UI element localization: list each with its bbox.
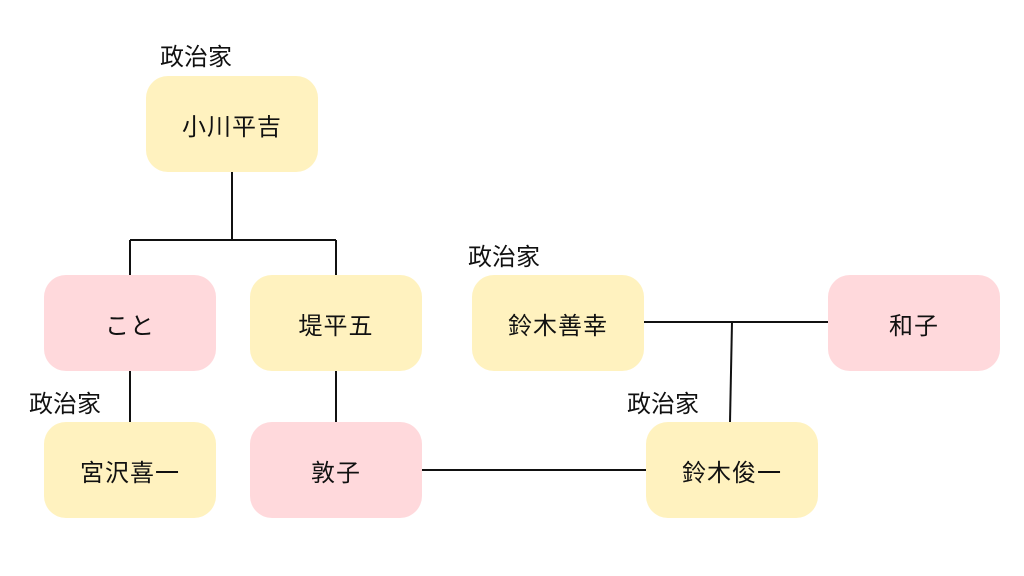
role-label-suzuki-yoshiyuki: 政治家 bbox=[468, 243, 540, 271]
person-name: 鈴木俊一 bbox=[682, 458, 782, 487]
role-label-ogawa: 政治家 bbox=[160, 43, 232, 71]
person-name: 鈴木善幸 bbox=[508, 311, 608, 340]
person-name: 堤平五 bbox=[298, 311, 374, 340]
person-name: 和子 bbox=[889, 311, 939, 340]
person-koto: こと bbox=[44, 275, 216, 371]
role-label-suzuki-shunichi: 政治家 bbox=[627, 390, 699, 418]
person-name: 宮沢喜一 bbox=[80, 458, 180, 487]
person-suzuki-shunichi: 鈴木俊一 bbox=[646, 422, 818, 518]
person-name: 小川平吉 bbox=[182, 112, 282, 141]
person-suzuki-yoshiyuki: 鈴木善幸 bbox=[472, 275, 644, 371]
person-miyazawa-kiichi: 宮沢喜一 bbox=[44, 422, 216, 518]
person-tsutsumi-heigo: 堤平五 bbox=[250, 275, 422, 371]
marriage-to-shunichi-line bbox=[729, 321, 733, 423]
person-name: こと bbox=[105, 311, 155, 340]
person-ogawa-heikichi: 小川平吉 bbox=[146, 76, 318, 172]
person-kazuko: 和子 bbox=[828, 275, 1000, 371]
person-name: 敦子 bbox=[311, 458, 361, 487]
person-atsuko: 敦子 bbox=[250, 422, 422, 518]
role-label-miyazawa: 政治家 bbox=[29, 390, 101, 418]
